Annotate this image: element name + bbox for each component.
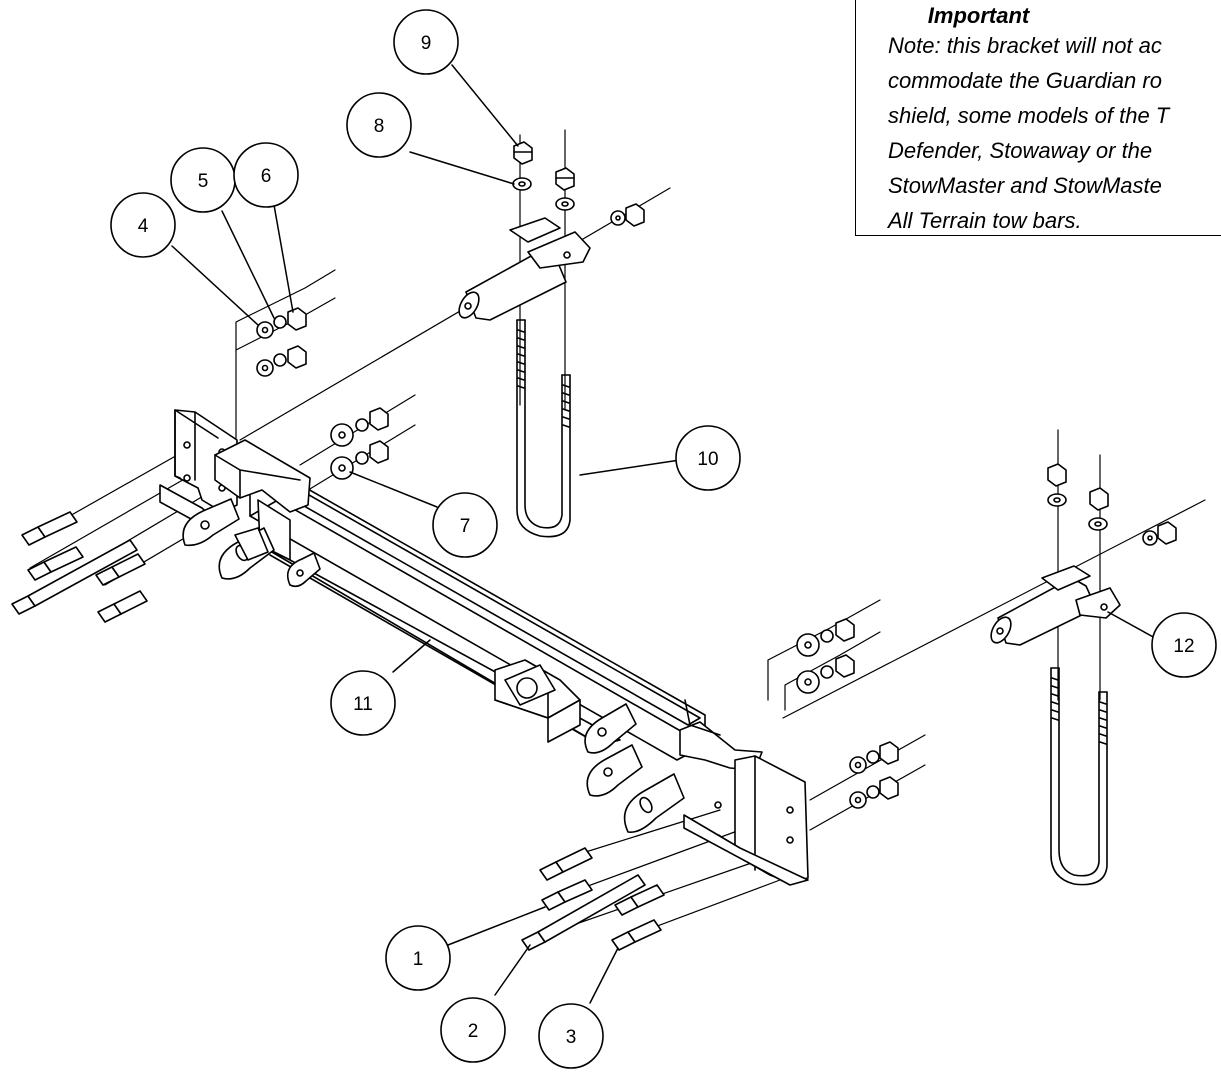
callout-9: 9 xyxy=(393,9,459,75)
right-chain-tabs xyxy=(584,703,685,834)
callout-label-4: 4 xyxy=(138,216,149,237)
callout-label-12: 12 xyxy=(1173,636,1194,657)
note-line-6: All Terrain tow bars. xyxy=(888,208,1082,233)
callout-5: 5 xyxy=(170,147,236,213)
right-u-bolt xyxy=(1050,667,1108,886)
callout-6: 6 xyxy=(233,142,299,208)
right-mounting-bracket xyxy=(683,755,809,886)
callout-label-10: 10 xyxy=(697,449,718,470)
left-chain-tabs xyxy=(182,498,321,588)
note-line-4: Defender, Stowaway or the xyxy=(888,138,1153,163)
callout-2: 2 xyxy=(440,997,506,1063)
callout-10: 10 xyxy=(675,425,741,491)
callout-label-6: 6 xyxy=(261,166,272,187)
callout-1: 1 xyxy=(385,925,451,991)
callout-label-1: 1 xyxy=(413,949,424,970)
callout-7: 7 xyxy=(432,492,498,558)
receiver-hitch xyxy=(494,659,581,743)
hardware-bolts xyxy=(11,511,665,951)
callout-leaders xyxy=(171,64,1156,1004)
callout-label-5: 5 xyxy=(198,171,209,192)
left-bar-gusset xyxy=(214,439,311,513)
callout-label-9: 9 xyxy=(421,33,432,54)
callout-3: 3 xyxy=(538,1003,604,1069)
callout-11: 11 xyxy=(330,670,396,736)
note-line-1: Note: this bracket will not ac xyxy=(888,33,1162,58)
note-line-2: commodate the Guardian ro xyxy=(888,68,1162,93)
hardware-nuts-washers xyxy=(256,141,1177,809)
upper-u-bolt xyxy=(516,319,571,538)
right-tube-assembly xyxy=(990,565,1121,646)
callout-label-2: 2 xyxy=(468,1021,479,1042)
callout-8: 8 xyxy=(346,92,412,158)
note-line-5: StowMaster and StowMaste xyxy=(888,173,1162,198)
important-note-box: Important Note: this bracket will not ac… xyxy=(855,0,1221,236)
callout-4: 4 xyxy=(110,192,176,258)
note-line-3: shield, some models of the T xyxy=(888,103,1170,128)
callout-label-11: 11 xyxy=(353,694,373,715)
callout-label-3: 3 xyxy=(566,1027,577,1048)
note-title: Important xyxy=(927,3,1030,28)
callout-label-7: 7 xyxy=(460,516,471,537)
upper-tube-assembly xyxy=(458,217,591,321)
callout-12: 12 xyxy=(1151,612,1217,678)
callout-label-8: 8 xyxy=(374,116,385,137)
